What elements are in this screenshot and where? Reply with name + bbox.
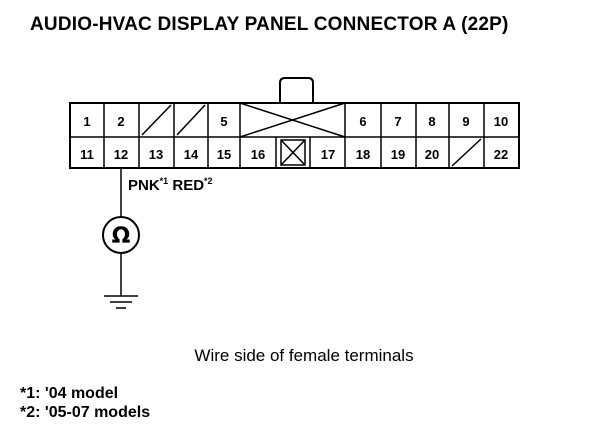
unused-cavity-4 [176, 104, 206, 136]
pin-20: 20 [425, 147, 439, 162]
pin-10: 10 [494, 114, 508, 129]
blocked-cavity-box [280, 139, 306, 166]
footnotes: *1: '04 model *2: '05-07 models [20, 384, 150, 422]
unused-cavity-3 [141, 104, 172, 136]
unused-cavity-x-b [239, 102, 346, 138]
pin-14: 14 [184, 147, 199, 162]
wire-color-1: PNK [128, 177, 160, 194]
pin-17: 17 [321, 147, 335, 162]
wire-mark-1: *1 [159, 176, 169, 186]
pin-18: 18 [356, 147, 370, 162]
pin-6: 6 [359, 114, 366, 129]
bottom-row-dividers [103, 137, 485, 168]
footnote-2: *2: '05-07 models [20, 404, 151, 421]
pin-1: 1 [83, 114, 90, 129]
ground-icon [104, 295, 138, 309]
pin-22: 22 [494, 147, 508, 162]
pin-11: 11 [80, 147, 94, 162]
pin-2: 2 [117, 114, 124, 129]
pin-5: 5 [220, 114, 227, 129]
pin-15: 15 [217, 147, 231, 162]
pin-16: 16 [251, 147, 265, 162]
pin-12: 12 [114, 147, 128, 162]
wire-mark-2: *2 [204, 176, 213, 186]
ohm-symbol: Ω [112, 224, 131, 249]
view-caption: Wire side of female terminals [194, 346, 414, 365]
pin-9: 9 [462, 114, 469, 129]
footnote-1: *1: '04 model [20, 385, 119, 402]
top-row-dividers [103, 103, 485, 137]
unused-cavity-21 [451, 138, 482, 167]
pin-13: 13 [149, 147, 163, 162]
connector-lock-tab [279, 77, 314, 103]
pin-19: 19 [391, 147, 405, 162]
pin-8: 8 [428, 114, 435, 129]
pin-7: 7 [394, 114, 401, 129]
blocked-cavity-x-b [280, 139, 306, 166]
wire-color-2: RED [172, 177, 205, 194]
wire-color-label: PNK*1 RED*2 [128, 176, 213, 194]
connector-body [69, 102, 520, 169]
diagram-title: AUDIO-HVAC DISPLAY PANEL CONNECTOR A (22… [30, 14, 509, 35]
